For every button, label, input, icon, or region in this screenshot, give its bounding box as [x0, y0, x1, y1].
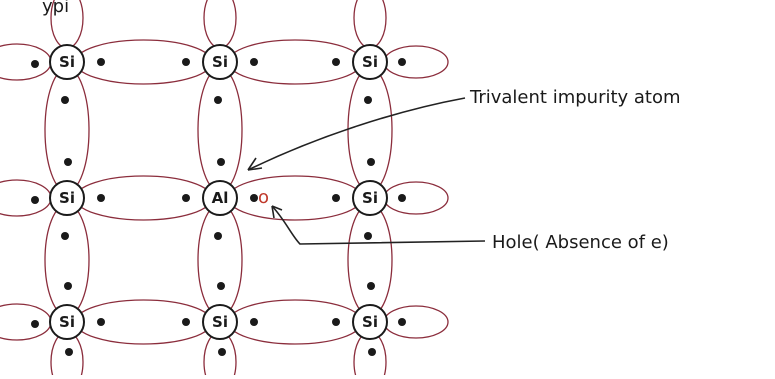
- atom-label: Al: [212, 189, 229, 207]
- bond: [45, 68, 89, 192]
- electron: [364, 232, 372, 240]
- bond: [75, 300, 212, 344]
- silicon-atom: Si: [50, 181, 84, 215]
- electron: [182, 58, 190, 66]
- electron: [182, 194, 190, 202]
- electron: [97, 58, 105, 66]
- electron: [332, 194, 340, 202]
- silicon-atom: Si: [50, 305, 84, 339]
- silicon-atom: Si: [353, 181, 387, 215]
- impurity-label: Trivalent impurity atom: [469, 87, 681, 108]
- bond: [348, 204, 392, 316]
- bond: [75, 176, 212, 220]
- electron: [31, 196, 39, 204]
- bond: [348, 68, 392, 192]
- hole-label: Hole( Absence of e): [492, 232, 669, 253]
- bond: [384, 306, 448, 338]
- electron: [217, 158, 225, 166]
- electron: [250, 194, 258, 202]
- hole-marker: o: [258, 187, 269, 208]
- silicon-atom: Si: [203, 45, 237, 79]
- bond: [204, 0, 236, 48]
- electron: [398, 318, 406, 326]
- electron: [65, 348, 73, 356]
- electron: [61, 96, 69, 104]
- electron: [217, 282, 225, 290]
- silicon-atom: Si: [203, 305, 237, 339]
- header-fragment: ypi: [42, 0, 69, 17]
- electron: [332, 58, 340, 66]
- electron: [398, 58, 406, 66]
- bond: [354, 0, 386, 48]
- atom-label: Si: [212, 53, 228, 71]
- impurity-arrow: [248, 98, 465, 170]
- electron: [367, 282, 375, 290]
- electron: [31, 320, 39, 328]
- atom-label: Si: [59, 189, 75, 207]
- electron: [398, 194, 406, 202]
- electron: [364, 96, 372, 104]
- atom-label: Si: [59, 53, 75, 71]
- atom-label: Si: [362, 53, 378, 71]
- electron: [218, 348, 226, 356]
- bond: [198, 204, 242, 316]
- bond: [384, 46, 448, 78]
- atom-label: Si: [212, 313, 228, 331]
- bond: [75, 40, 212, 84]
- bond: [228, 300, 362, 344]
- electron: [368, 348, 376, 356]
- impurity-atom-al: Al: [203, 181, 237, 215]
- bond: [0, 180, 51, 216]
- atom-label: Si: [362, 189, 378, 207]
- atom-label: Si: [362, 313, 378, 331]
- bond: [0, 44, 51, 80]
- electron: [61, 232, 69, 240]
- electron: [332, 318, 340, 326]
- electron: [31, 60, 39, 68]
- electron: [214, 96, 222, 104]
- bond: [384, 182, 448, 214]
- electron: [64, 282, 72, 290]
- silicon-atom: Si: [353, 305, 387, 339]
- electron: [250, 318, 258, 326]
- bond: [198, 68, 242, 192]
- bond: [0, 304, 51, 340]
- bond: [45, 204, 89, 316]
- atom-label: Si: [59, 313, 75, 331]
- electron: [250, 58, 258, 66]
- electron: [97, 318, 105, 326]
- electron: [214, 232, 222, 240]
- bond: [228, 40, 362, 84]
- bond: [228, 176, 362, 220]
- electron: [64, 158, 72, 166]
- electron: [97, 194, 105, 202]
- silicon-atom: Si: [353, 45, 387, 79]
- electron: [367, 158, 375, 166]
- electron: [182, 318, 190, 326]
- silicon-atom: Si: [50, 45, 84, 79]
